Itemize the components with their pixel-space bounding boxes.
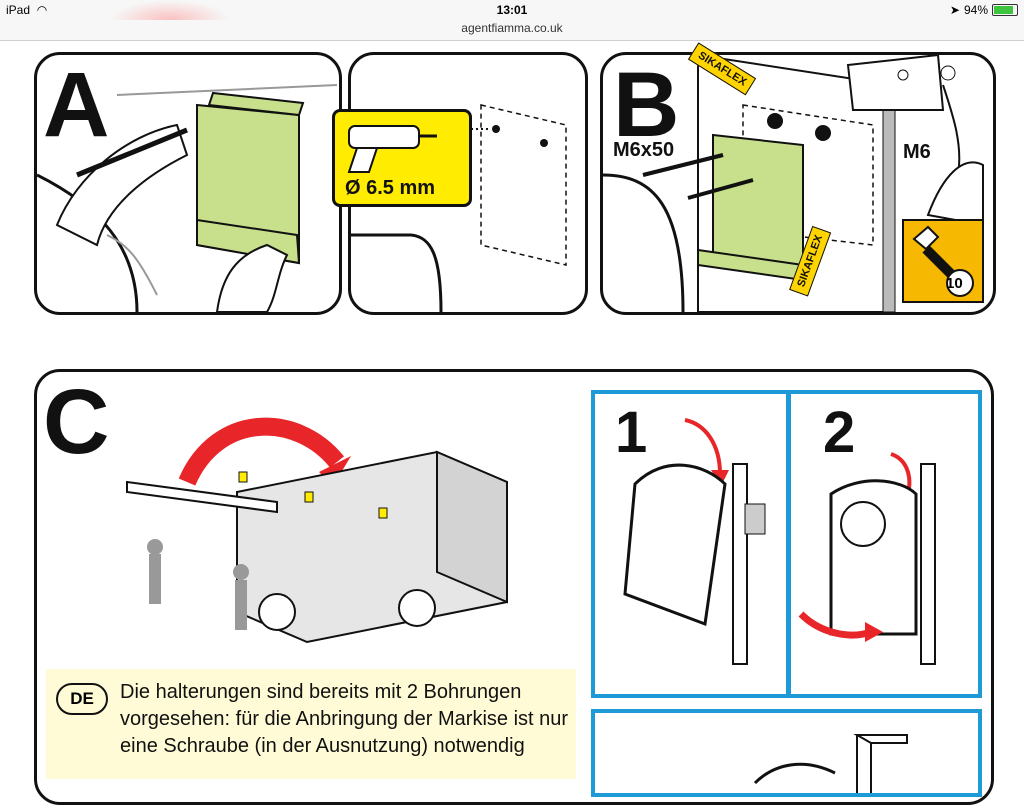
device-name: iPad xyxy=(6,3,31,17)
status-left: iPad ◠ xyxy=(6,3,47,17)
panel-c-label: C xyxy=(43,371,110,473)
bracket-shape xyxy=(196,91,305,265)
panel-a-illustration xyxy=(37,84,338,312)
step-1-box: 1 xyxy=(591,390,790,698)
panel-a-left: A xyxy=(34,52,342,315)
wifi-icon: ◠ xyxy=(33,3,48,17)
language-badge: DE xyxy=(56,683,108,715)
wrench-size-text: 10 xyxy=(946,275,963,292)
bolt-size-label: M6x50 xyxy=(613,139,675,161)
status-time: 13:01 xyxy=(496,3,528,17)
step-1-diagram xyxy=(623,418,766,665)
step-2-number: 2 xyxy=(823,400,856,465)
van-illustration xyxy=(126,417,508,644)
bracket-shape-b xyxy=(697,133,804,282)
battery-icon xyxy=(992,4,1018,16)
instruction-text: Die halterungen sind bereits mit 2 Bohru… xyxy=(120,681,569,757)
url-text[interactable]: agentfiamma.co.uk xyxy=(461,21,563,35)
panel-b-label: B xyxy=(613,54,680,156)
wrench-icon xyxy=(912,225,974,297)
instruction-note-de: DE Die halterungen sind bereits mit 2 Bo… xyxy=(46,669,576,779)
panel-b-illustration xyxy=(603,55,984,312)
status-bar: iPad ◠ 13:01 ➤ 94% xyxy=(0,0,1024,20)
location-icon: ➤ xyxy=(949,3,960,17)
status-right: ➤ 94% xyxy=(950,3,1018,17)
step-1-number: 1 xyxy=(615,400,648,465)
battery-percent: 94% xyxy=(963,3,988,17)
step-2-diagram xyxy=(798,452,936,665)
drill-size-text: Ø 6.5 mm xyxy=(345,177,436,199)
drill-size-badge: Ø 6.5 mm xyxy=(332,109,472,207)
nut-size-label: M6 xyxy=(903,141,931,163)
wrench-badge: 10 xyxy=(902,219,984,303)
step-2-box: 2 xyxy=(787,390,982,698)
step-3-box xyxy=(591,709,982,797)
document-page: A Ø 6.5 mm xyxy=(0,41,1024,805)
address-bar[interactable]: agentfiamma.co.uk xyxy=(0,20,1024,41)
panel-a-label: A xyxy=(43,54,110,156)
drill-icon xyxy=(347,125,437,173)
step-3-diagram xyxy=(753,734,908,793)
